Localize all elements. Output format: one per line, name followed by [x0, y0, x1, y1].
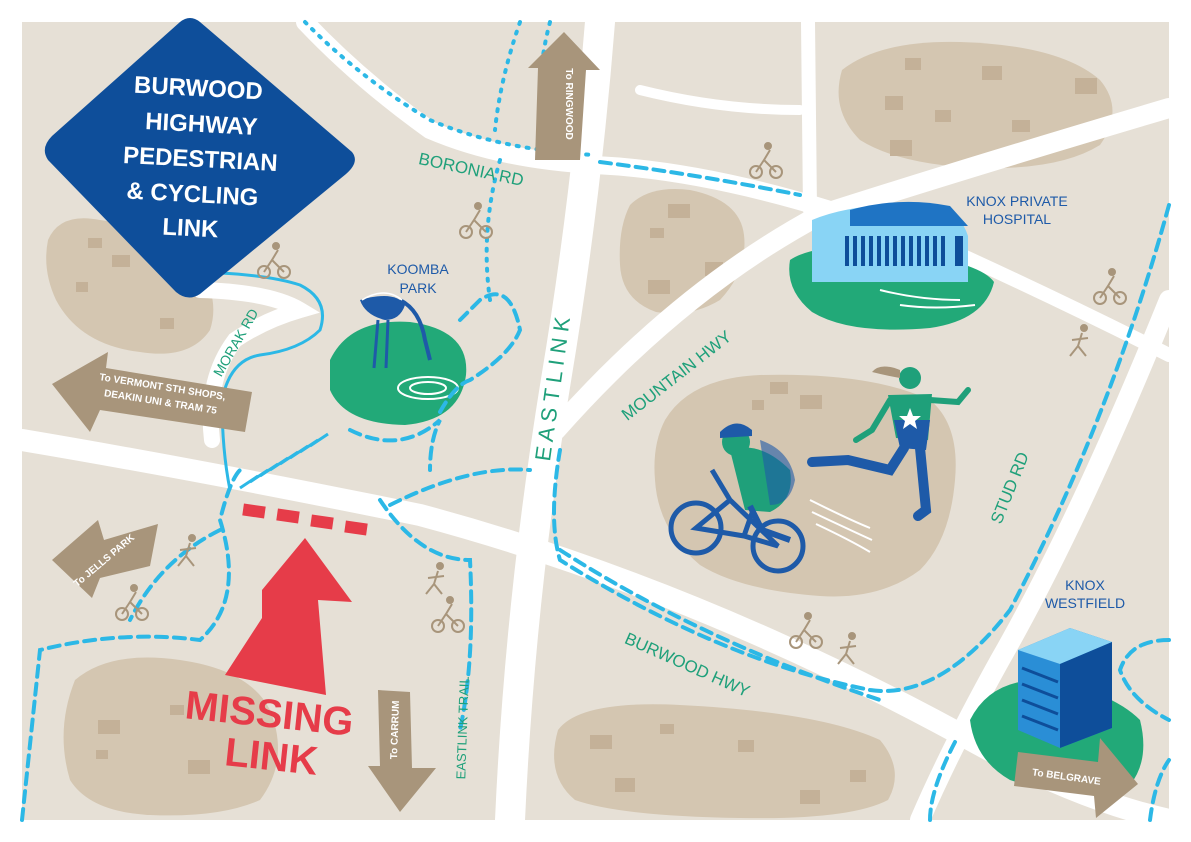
label-knox-private-2: HOSPITAL: [983, 211, 1051, 227]
cyclist-icon: [789, 612, 823, 649]
title-line-1: BURWOOD: [133, 72, 263, 106]
label-knox-westfield-2: WESTFIELD: [1045, 595, 1125, 611]
road-eastlink: [495, 7, 615, 835]
missing-link-label-2: LINK: [223, 730, 321, 784]
hospital-building-icon: [789, 201, 994, 330]
missing-link-arrow: [225, 538, 352, 695]
title-line-2: HIGHWAY: [145, 108, 259, 141]
trail-icons: [115, 142, 1127, 665]
direction-arrows: [52, 32, 1138, 818]
title-badge: BURWOOD HIGHWAY PEDESTRIAN & CYCLING LIN…: [44, 18, 355, 298]
arrow-carrum: [368, 690, 436, 812]
cyclist-icon: [749, 142, 783, 179]
arrow-jells: [52, 520, 158, 598]
label-eastlink-trail: EASTLINK TRAIL: [453, 676, 472, 780]
cyclist-icon: [257, 242, 291, 279]
boardwalk: [239, 432, 329, 490]
cyclist-icon: [431, 596, 465, 633]
runner-figure-icon: [807, 366, 971, 521]
cyclist-icon: [1093, 268, 1127, 305]
pedestrian-icon: [425, 562, 445, 595]
heron-icon: [360, 292, 432, 369]
arrow-vermont: [52, 352, 252, 432]
pedestrian-icon: [177, 534, 197, 567]
dotted-paths: [303, 20, 597, 302]
road-side-a: [635, 85, 805, 115]
cyclist-icon: [459, 202, 493, 239]
arrow-ringwood: [528, 32, 600, 160]
place-labels: KOOMBA PARK KNOX PRIVATE HOSPITAL KNOX W…: [387, 193, 1125, 611]
road-side-b: [943, 243, 1176, 362]
dashed-paths: [20, 160, 1171, 822]
block-south: [554, 704, 895, 819]
label-knox-private-1: KNOX PRIVATE: [966, 193, 1067, 209]
park-green: [330, 321, 467, 425]
title-line-5: LINK: [162, 214, 220, 244]
houses: [76, 58, 1097, 804]
label-ringwood: To RINGWOOD: [563, 68, 574, 139]
pedestrian-icon: [1069, 324, 1089, 357]
label-knox-westfield-1: KNOX: [1065, 577, 1105, 593]
arrow-belgrave: [1014, 738, 1138, 818]
label-koomba-1: KOOMBA: [387, 261, 449, 277]
road-north-link: [801, 15, 817, 217]
label-carrum: To CARRUM: [389, 700, 402, 759]
cyclist-icon: [115, 584, 149, 621]
block-southwest: [63, 657, 278, 816]
bike-rider-figure-icon: [668, 423, 873, 574]
label-koomba-2: PARK: [399, 280, 437, 296]
pedestrian-icon: [837, 632, 857, 665]
title-diamond: [44, 18, 355, 298]
